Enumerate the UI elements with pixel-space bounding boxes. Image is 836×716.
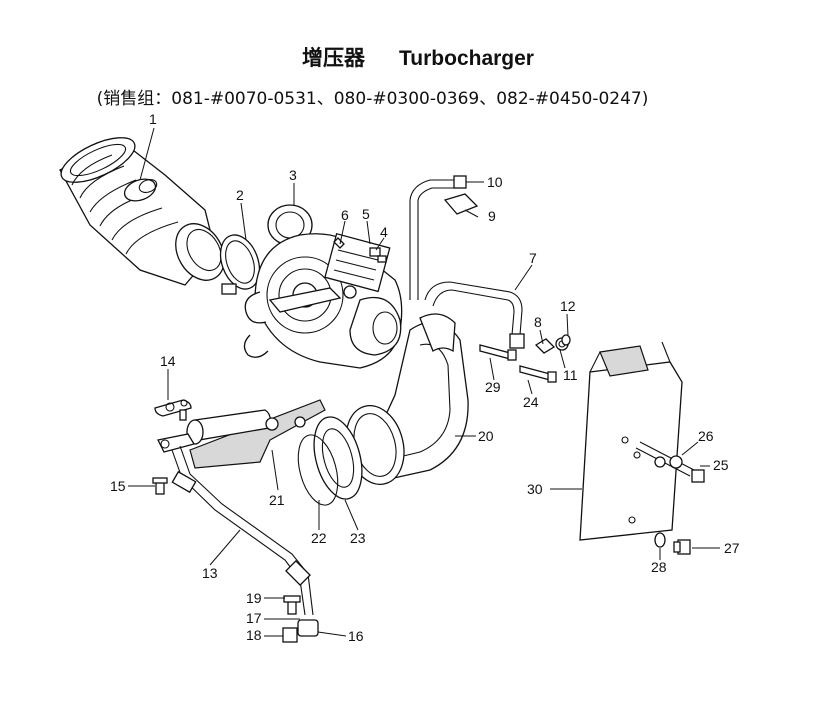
part-oil-feed-pipe — [157, 433, 319, 637]
callout-7: 7 — [529, 250, 537, 266]
callout-10: 10 — [487, 174, 503, 190]
part-shield-fasteners — [635, 441, 705, 555]
callout-19: 19 — [246, 590, 262, 606]
callout-labels: 1 2 3 4 5 6 7 8 9 10 11 12 13 14 15 16 1… — [110, 111, 740, 644]
part-oil-inlet-gasket — [152, 399, 192, 495]
callout-22: 22 — [311, 530, 327, 546]
page-title: 增压器 Turbocharger — [0, 42, 836, 72]
callout-25: 25 — [713, 457, 729, 473]
callout-1: 1 — [149, 111, 157, 127]
part-actuator-fasteners — [333, 237, 387, 263]
callout-6: 6 — [341, 207, 349, 223]
part-oil-return-pipe — [409, 179, 525, 349]
callout-3: 3 — [289, 167, 297, 183]
callout-17: 17 — [246, 610, 262, 626]
callout-4: 4 — [380, 224, 388, 240]
callout-21: 21 — [269, 492, 285, 508]
callout-27: 27 — [724, 540, 740, 556]
part-heat-shield-plate — [579, 341, 683, 548]
callout-8: 8 — [534, 314, 542, 330]
callout-14: 14 — [160, 353, 176, 369]
part-outlet-flange — [297, 416, 363, 506]
callout-18: 18 — [246, 627, 262, 643]
part-banjo-fittings — [534, 334, 571, 354]
part-hose-clamp — [219, 234, 261, 295]
callout-26: 26 — [698, 428, 714, 444]
callout-5: 5 — [362, 206, 370, 222]
part-pipe-bracket — [443, 175, 479, 215]
callout-20: 20 — [478, 428, 494, 444]
title-en: Turbocharger — [399, 47, 534, 70]
callout-13: 13 — [202, 565, 218, 581]
callout-30: 30 — [527, 481, 543, 497]
part-small-fasteners — [282, 595, 301, 643]
callout-2: 2 — [236, 187, 244, 203]
part-studs — [479, 344, 557, 383]
callout-29: 29 — [485, 379, 501, 395]
part-heat-shield — [186, 399, 326, 469]
leader-lines — [128, 127, 720, 637]
callout-23: 23 — [350, 530, 366, 546]
callout-15: 15 — [110, 478, 126, 494]
callout-28: 28 — [651, 559, 667, 575]
page-subtitle: (销售组：081-#0070-0531、080-#0300-0369、082-#… — [96, 89, 649, 109]
callout-16: 16 — [348, 628, 364, 644]
callout-11: 11 — [563, 367, 578, 383]
title-cn: 增压器 — [302, 46, 366, 70]
callout-24: 24 — [523, 394, 539, 410]
callout-9: 9 — [488, 208, 496, 224]
callout-12: 12 — [560, 298, 576, 314]
part-intake-hose — [59, 137, 225, 286]
